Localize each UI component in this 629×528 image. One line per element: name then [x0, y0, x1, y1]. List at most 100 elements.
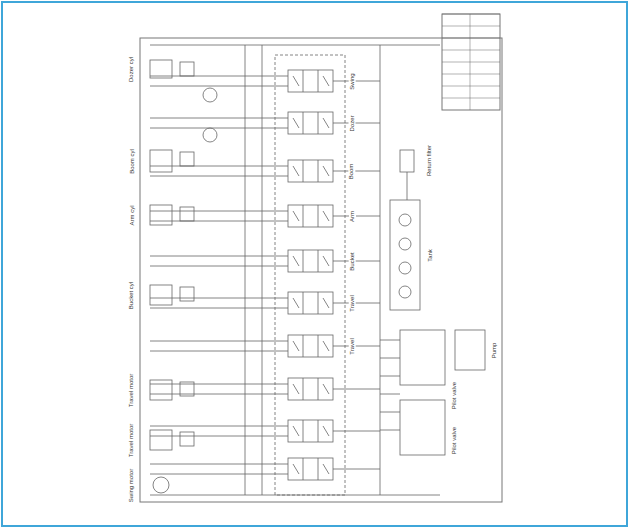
- actuator: [180, 62, 194, 76]
- pipe-line: [150, 426, 288, 427]
- pipe-line: [150, 256, 288, 257]
- pipe-line: [318, 458, 319, 480]
- pipe-line: [333, 123, 380, 124]
- pipe-line: [150, 495, 440, 496]
- actuator: [150, 380, 172, 400]
- pipe-line: [380, 430, 400, 431]
- flow-arrow: [293, 464, 329, 474]
- pipe-line: [333, 469, 380, 470]
- table-line: [470, 14, 471, 110]
- pipe-line: [333, 431, 380, 432]
- pipe-line: [303, 335, 304, 357]
- pipe-line: [380, 340, 400, 341]
- pipe-line: [333, 389, 380, 390]
- circuit: [150, 14, 500, 495]
- pilot-valve: [400, 330, 445, 385]
- pipe-line: [150, 436, 288, 437]
- pipe-line: [303, 70, 304, 92]
- flow-arrow: [293, 76, 329, 86]
- part-label: Travel motor: [128, 372, 135, 407]
- spool-valve: [288, 112, 333, 134]
- flow-arrow: [293, 256, 329, 266]
- flow-arrow: [293, 384, 329, 394]
- pipe-line: [333, 346, 380, 347]
- pipe-line: [318, 420, 319, 442]
- pump-symbol: [399, 214, 411, 226]
- pipe-line: [150, 86, 288, 87]
- pipe-line: [150, 384, 288, 385]
- sheet-border: [140, 38, 502, 502]
- spool-valve: [288, 160, 333, 182]
- part-label: Dozer: [348, 114, 355, 132]
- part-label: Boom: [349, 162, 356, 180]
- pipe-line: [150, 76, 288, 77]
- pipe-line: [333, 261, 380, 262]
- spool-valve: [288, 420, 333, 442]
- part-label: Arm cyl: [129, 204, 136, 226]
- pipe-line: [303, 292, 304, 314]
- pipe-line: [150, 128, 288, 129]
- table-line: [442, 50, 500, 51]
- pipe-line: [333, 216, 380, 217]
- filter: [400, 150, 414, 172]
- pilot-valve: [455, 330, 485, 370]
- pipe-line: [150, 166, 288, 167]
- pipe-line: [150, 176, 288, 177]
- pipe-line: [150, 266, 288, 267]
- pipe-line: [150, 118, 288, 119]
- actuator: [150, 430, 172, 450]
- valve-bank-outline: [275, 55, 345, 495]
- pipe-line: [303, 112, 304, 134]
- pipe-line: [150, 341, 288, 342]
- part-label: Swing: [349, 72, 356, 90]
- part-label: Dozer cyl: [128, 55, 135, 82]
- pipe-line: [318, 378, 319, 400]
- part-label: Tank: [427, 248, 434, 263]
- part-label: Bucket: [349, 251, 356, 271]
- title-block: [442, 14, 500, 110]
- pipe-line: [150, 394, 288, 395]
- table-line: [442, 74, 500, 75]
- table-line: [442, 26, 500, 27]
- part-label: Bucket cyl: [129, 280, 136, 309]
- pipe-line: [262, 45, 263, 495]
- pump-symbol: [399, 262, 411, 274]
- pump-symbol: [399, 286, 411, 298]
- motor-symbol: [153, 477, 169, 493]
- pipe-line: [303, 250, 304, 272]
- pipe-line: [380, 45, 381, 495]
- actuator: [180, 287, 194, 301]
- flow-arrow: [293, 211, 329, 221]
- part-label: Pilot valve: [451, 380, 458, 409]
- pipe-line: [407, 172, 408, 200]
- pipe-line: [150, 45, 440, 46]
- spool-valve: [288, 292, 333, 314]
- pilot-valve: [400, 400, 445, 455]
- part-label: Pilot valve: [451, 425, 458, 454]
- pipe-line: [303, 458, 304, 480]
- motor-symbol: [203, 128, 217, 142]
- pipe-line: [150, 221, 288, 222]
- actuator: [180, 382, 194, 396]
- actuator: [150, 285, 172, 305]
- pipe-line: [380, 394, 400, 395]
- actuator: [180, 207, 194, 221]
- pump-symbol: [399, 238, 411, 250]
- pipe-line: [303, 420, 304, 442]
- flow-arrow: [293, 426, 329, 436]
- spool-valve: [288, 70, 333, 92]
- actuator: [180, 432, 194, 446]
- pipe-line: [303, 160, 304, 182]
- pipe-line: [150, 464, 288, 465]
- pipe-line: [318, 205, 319, 227]
- part-label: Pump: [492, 341, 499, 359]
- flow-arrow: [293, 341, 329, 351]
- pipe-line: [245, 45, 246, 495]
- pipe-line: [333, 171, 380, 172]
- pipe-line: [380, 412, 400, 413]
- part-label: Travel motor: [128, 422, 135, 457]
- table-line: [442, 14, 500, 15]
- pipe-line: [333, 81, 380, 82]
